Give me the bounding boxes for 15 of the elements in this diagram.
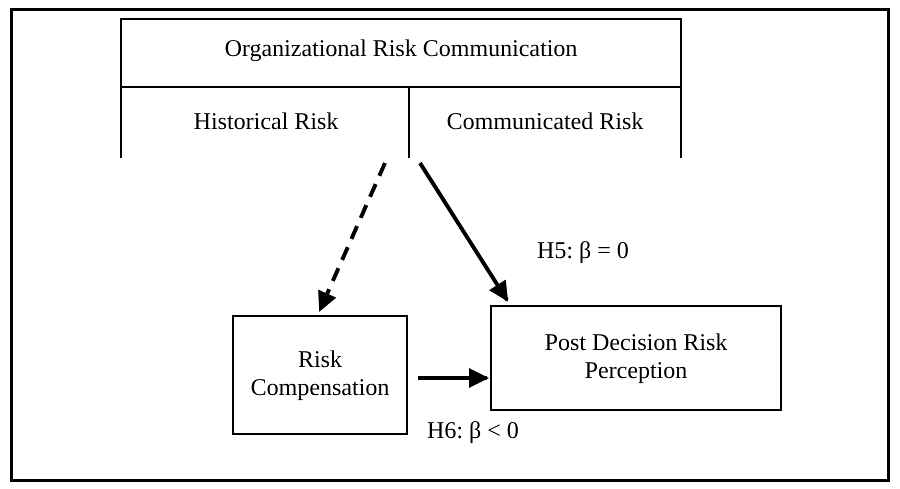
edge-label: H6: β < 0 xyxy=(425,418,521,445)
node-text: Post Decision Risk Perception xyxy=(544,330,728,386)
node-text: Risk Compensation xyxy=(250,347,390,403)
sub-concept-cell xyxy=(408,86,680,158)
arrow xyxy=(418,368,489,388)
concept-box xyxy=(232,315,408,435)
node-text: Communicated Risk xyxy=(446,109,644,137)
node-text: Historical Risk xyxy=(192,109,340,137)
sub-concept-cell xyxy=(122,86,410,158)
edge-label: H5: β = 0 xyxy=(535,238,631,265)
concept-box xyxy=(490,305,782,411)
node-text: Organizational Risk Communication xyxy=(224,36,578,64)
arrow xyxy=(418,162,509,302)
concept-box xyxy=(120,18,682,158)
dashed-arrow xyxy=(318,162,387,312)
